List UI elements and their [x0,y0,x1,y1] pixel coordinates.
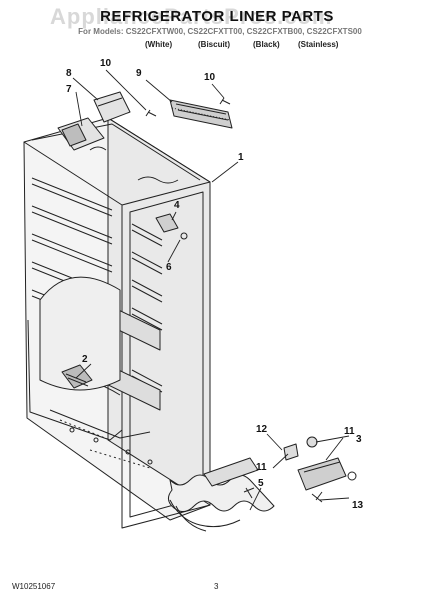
light-housing-part [297,457,357,503]
watermark: AppliancePartsPros.com [50,4,333,29]
callout-11b: 11 [256,462,267,473]
callout-labels: 1 2 3 3 4 5 6 7 8 9 10 10 11 11 12 13 [66,58,364,511]
models-line: For Models: CS22CFXTW00, CS22CFXTT00, CS… [78,27,362,36]
variant-biscuit: (Biscuit) [198,40,230,49]
callout-3a: 3 [356,434,362,445]
light-strip-part [169,99,233,129]
page-title: REFRIGERATOR LINER PARTS [100,8,334,25]
callout-8: 8 [66,68,72,79]
variant-stainless: (Stainless) [298,40,339,49]
screw-part [145,97,231,117]
callout-10a: 10 [100,58,112,69]
clip-part [283,436,318,461]
document-number: W10251067 [12,582,56,591]
evaporator-coil-part [168,457,275,532]
control-housing-part [57,91,131,151]
callout-4: 4 [174,200,180,211]
callout-10b: 10 [204,72,216,83]
callout-12: 12 [256,424,268,435]
callout-2: 2 [82,354,88,365]
page-number: 3 [214,582,219,591]
model-variants: (White) (Biscuit) (Black) (Stainless) [0,40,434,52]
variant-white: (White) [145,40,173,49]
callout-6: 6 [166,262,172,273]
callout-13: 13 [352,500,364,511]
callout-11a: 11 [344,426,355,437]
callout-1: 1 [238,152,244,163]
callout-9: 9 [136,68,142,79]
leader-lines [72,69,350,511]
variant-black: (Black) [253,40,280,49]
callout-5: 5 [258,478,264,489]
liner-part [23,117,211,529]
callout-7: 7 [66,84,72,95]
